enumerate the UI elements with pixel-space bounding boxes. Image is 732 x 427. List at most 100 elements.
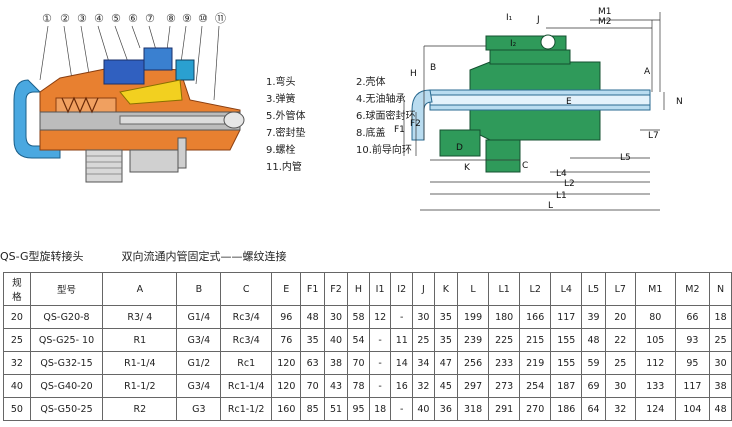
table-cell: 25 — [709, 328, 732, 352]
column-header: H — [347, 272, 370, 306]
table-cell: 254 — [519, 374, 552, 398]
table-cell: 59 — [581, 351, 606, 375]
table-cell: 199 — [457, 305, 490, 329]
table-cell: 25 — [412, 328, 435, 352]
dim-L5: L5 — [620, 153, 631, 163]
table-cell: R1-1/4 — [102, 351, 178, 375]
table-cell: G3/4 — [176, 328, 222, 352]
table-cell: 76 — [271, 328, 302, 352]
callout-9: ⑨ — [182, 12, 192, 25]
column-header: I1 — [368, 272, 392, 306]
table-cell: 14 — [390, 351, 414, 375]
table-cell: 117 — [674, 374, 711, 398]
table-cell: 63 — [300, 351, 325, 375]
table-cell: QS-G40-20 — [29, 374, 104, 398]
table-cell: 95 — [674, 351, 711, 375]
cutaway-illustration: ① ② ③ ④ ⑤ ⑥ ⑦ ⑧ ⑨ ⑩ ⑪ — [13, 12, 245, 183]
table-cell: 35 — [433, 328, 459, 352]
caption-desc: 双向流通内管固定式——螺纹连接 — [121, 250, 287, 263]
table-cell: - — [390, 305, 414, 329]
dim-A: A — [644, 67, 651, 77]
table-cell: 12 — [368, 305, 392, 329]
table-cell: QS-G32-15 — [29, 351, 104, 375]
table-cell: 32 — [3, 351, 31, 375]
table-cell: G3/4 — [176, 374, 222, 398]
table-cell: 105 — [634, 328, 676, 352]
table-cell: 239 — [457, 328, 490, 352]
callout-2: ② — [60, 12, 70, 25]
table-cell: 20 — [604, 305, 636, 329]
dim-N: N — [676, 97, 683, 107]
table-cell: 256 — [457, 351, 490, 375]
column-header: L7 — [604, 272, 636, 306]
table-cell: 270 — [519, 397, 552, 421]
table-cell: 40 — [412, 397, 435, 421]
table-cell: - — [368, 351, 392, 375]
dim-B: B — [430, 63, 436, 73]
legend-item: 5.外管体 — [266, 111, 306, 122]
table-cell: 85 — [300, 397, 325, 421]
caption-model: QS-G型旋转接头 — [0, 250, 84, 263]
table-cell: 318 — [457, 397, 490, 421]
table-cell: G3 — [176, 397, 222, 421]
table-cell: 273 — [488, 374, 521, 398]
column-header: L2 — [519, 272, 552, 306]
table-cell: 30 — [323, 305, 349, 329]
table-cell: 50 — [3, 397, 31, 421]
table-cell: 54 — [347, 328, 370, 352]
table-cell: Rc1-1/4 — [220, 374, 273, 398]
table-cell: 35 — [433, 305, 459, 329]
table-cell: 225 — [488, 328, 521, 352]
table-cell: 233 — [488, 351, 521, 375]
table-cell: 155 — [550, 351, 583, 375]
table-cell: R2 — [102, 397, 178, 421]
table-cell: 70 — [347, 351, 370, 375]
column-header: L1 — [488, 272, 521, 306]
table-cell: 30 — [412, 305, 435, 329]
table-cell: QS-G20-8 — [29, 305, 104, 329]
column-header: E — [271, 272, 302, 306]
dim-C: C — [522, 161, 528, 171]
table-cell: 30 — [604, 374, 636, 398]
table-cell: 180 — [488, 305, 521, 329]
table-cell: 43 — [323, 374, 349, 398]
table-cell: 291 — [488, 397, 521, 421]
table-cell: 18 — [368, 397, 392, 421]
table-cell: 30 — [709, 351, 732, 375]
dim-H: H — [410, 69, 417, 79]
table-cell: 35 — [300, 328, 325, 352]
table-cell: 40 — [323, 328, 349, 352]
table-cell: 166 — [519, 305, 552, 329]
column-header: K — [433, 272, 459, 306]
table-cell: 155 — [550, 328, 583, 352]
dim-F1: F1 — [394, 125, 405, 135]
column-header: 规格 — [3, 272, 31, 306]
column-header: I2 — [390, 272, 414, 306]
dim-K: K — [464, 163, 471, 173]
table-cell: 34 — [412, 351, 435, 375]
table-cell: 297 — [457, 374, 490, 398]
legend-item: 7.密封垫 — [266, 128, 306, 139]
column-header: C — [220, 272, 273, 306]
legend-item: 10.前导向环 — [356, 145, 412, 156]
callout-4: ④ — [94, 12, 104, 25]
column-header: L — [457, 272, 490, 306]
table-cell: 95 — [347, 397, 370, 421]
table-cell: 16 — [390, 374, 414, 398]
table-cell: 133 — [634, 374, 676, 398]
table-cell: Rc3/4 — [220, 305, 273, 329]
table-cell: 20 — [3, 305, 31, 329]
column-header: A — [102, 272, 178, 306]
table-cell: - — [368, 328, 392, 352]
legend-item: 3.弹簧 — [266, 94, 296, 105]
column-header: M1 — [634, 272, 676, 306]
table-cell: 25 — [3, 328, 31, 352]
table-cell: 58 — [347, 305, 370, 329]
